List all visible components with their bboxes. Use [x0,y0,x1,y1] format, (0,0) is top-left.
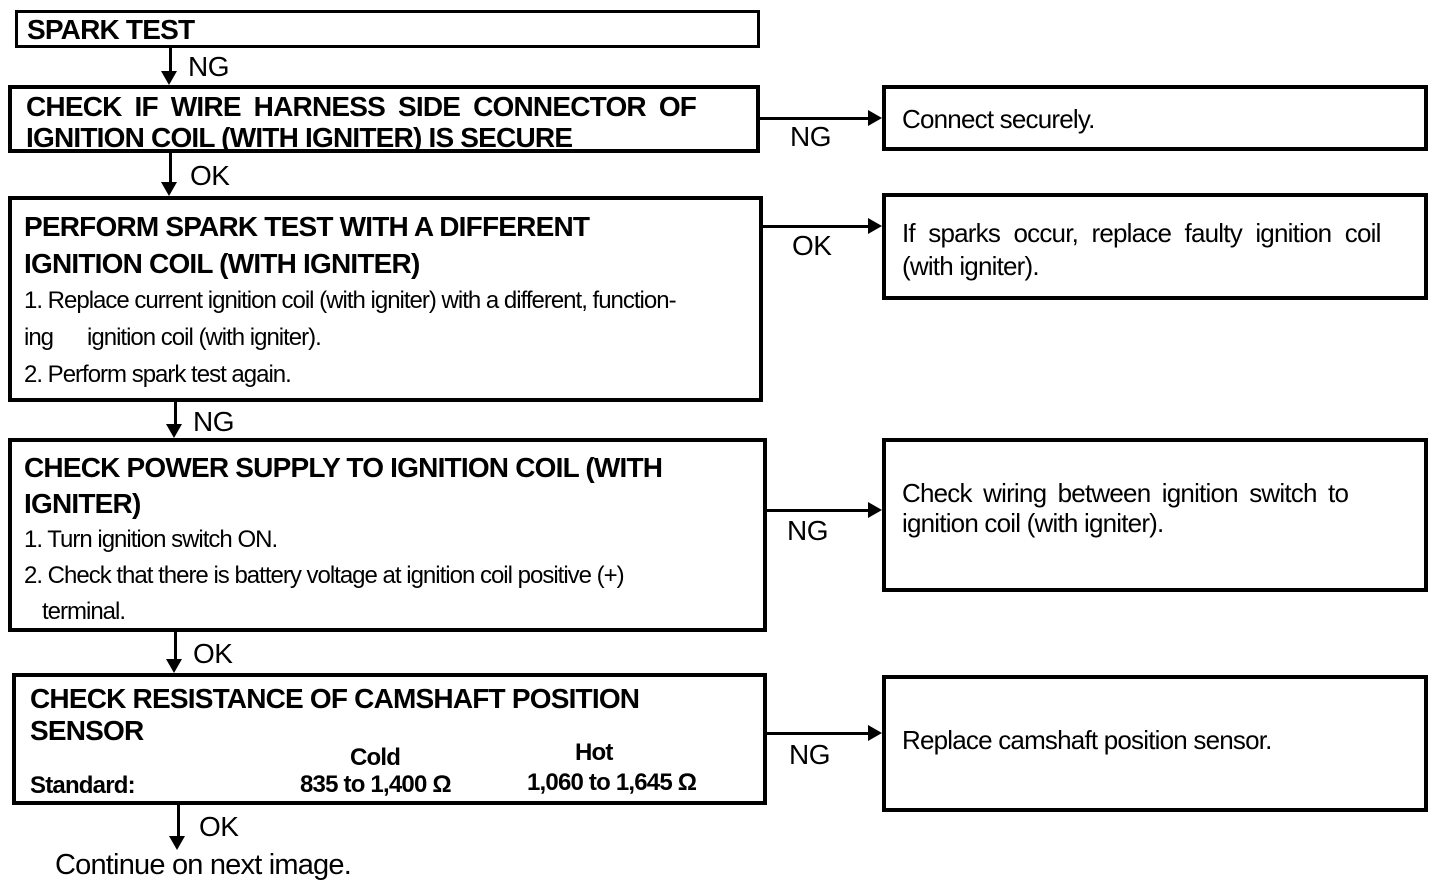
step-body-line: 1. Turn ignition switch ON. [24,526,278,553]
hot-resistance-value: 1,060 to 1,645 Ω [527,769,697,796]
right-arrow-line-4 [767,732,868,735]
step-box-camshaft-sensor-resistance: CHECK RESISTANCE OF CAMSHAFT POSITION SE… [12,673,767,805]
step-body-line: 1. Replace current ignition coil (with i… [24,287,677,314]
standard-label: Standard: [30,772,136,799]
step-box-power-supply-check: CHECK POWER SUPPLY TO IGNITION COIL (WIT… [8,438,767,632]
right-arrow-line-3 [767,509,868,512]
step-box-connector-check: CHECK IF WIRE HARNESS SIDE CONNECTOR OF … [8,85,760,153]
result-text-line: If sparks occur, replace faulty ignition… [902,218,1381,248]
step-body-line: 2. Check that there is battery voltage a… [24,562,625,589]
down-arrow-head-3 [166,424,182,438]
down-arrow-label-3: NG [193,406,235,437]
step-title: SPARK TEST [27,14,195,45]
down-arrow-line-1 [169,48,172,72]
result-text: Replace camshaft position sensor. [902,725,1272,755]
result-text-line: (with igniter). [902,251,1040,281]
step-box-spark-test: SPARK TEST [15,10,760,48]
right-arrow-line-2 [763,225,868,228]
down-arrow-label-1: NG [188,51,230,82]
right-arrow-head-4 [868,725,882,741]
continue-note: Continue on next image. [55,849,352,881]
cold-resistance-value: 835 to 1,400 Ω [300,771,452,798]
result-text-line: Check wiring between ignition switch to [902,478,1349,508]
step-body-line: ing ignition coil (with igniter). [24,324,322,351]
right-arrow-head-1 [868,110,882,126]
right-arrow-line-1 [759,117,868,120]
result-box-check-wiring: Check wiring between ignition switch to … [882,438,1428,592]
down-arrow-head-1 [161,71,177,85]
down-arrow-label-5: OK [199,811,239,842]
down-arrow-line-3 [174,402,177,425]
step-title-line: PERFORM SPARK TEST WITH A DIFFERENT [24,211,590,242]
result-text-line: ignition coil (with igniter). [902,508,1164,538]
step-box-different-coil-test: PERFORM SPARK TEST WITH A DIFFERENT IGNI… [8,196,763,402]
result-text: Connect securely. [902,104,1095,134]
step-title-line: CHECK RESISTANCE OF CAMSHAFT POSITION [30,683,640,714]
step-title-line: CHECK POWER SUPPLY TO IGNITION COIL (WIT… [24,452,663,483]
hot-column-header: Hot [575,739,613,766]
down-arrow-line-5 [177,805,180,836]
result-box-connect-securely: Connect securely. [882,85,1428,151]
down-arrow-line-2 [169,153,172,183]
down-arrow-head-4 [166,659,182,673]
down-arrow-head-5 [169,836,185,850]
right-arrow-label-4: NG [789,739,831,770]
step-title-line: IGNITION COIL (WITH IGNITER) [24,248,420,279]
down-arrow-label-4: OK [193,638,233,669]
step-title-line: CHECK IF WIRE HARNESS SIDE CONNECTOR OF [26,91,697,122]
step-title-line: SENSOR [30,715,144,746]
step-body-line: terminal. [42,598,126,625]
right-arrow-label-1: NG [790,121,832,152]
step-body-line: 2. Perform spark test again. [24,361,292,388]
cold-column-header: Cold [350,744,401,771]
result-box-replace-camshaft-sensor: Replace camshaft position sensor. [882,675,1428,812]
right-arrow-head-3 [868,502,882,518]
down-arrow-label-2: OK [190,160,230,191]
right-arrow-head-2 [868,218,882,234]
step-title-line: IGNITER) [24,488,141,519]
step-title-line: IGNITION COIL (WITH IGNITER) IS SECURE [26,122,573,153]
down-arrow-line-4 [174,632,177,660]
result-box-replace-faulty-coil: If sparks occur, replace faulty ignition… [882,193,1428,300]
right-arrow-label-2: OK [792,230,832,261]
down-arrow-head-2 [161,182,177,196]
right-arrow-label-3: NG [787,515,829,546]
